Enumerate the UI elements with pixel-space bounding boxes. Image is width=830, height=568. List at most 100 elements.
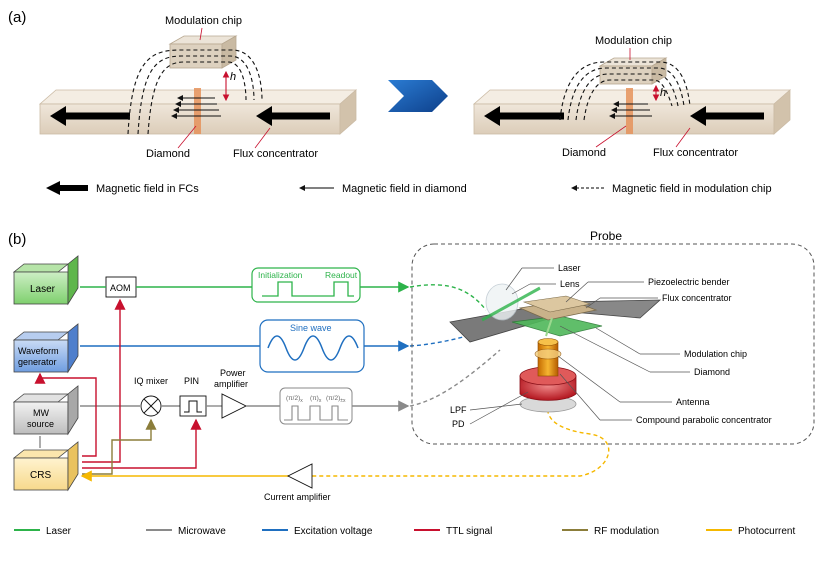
panel-b-label: (b) <box>8 231 26 248</box>
seq-2: (π)x <box>310 395 322 404</box>
pa-label-2: amplifier <box>214 379 248 389</box>
probe-piezo-label: Piezoelectric bender <box>648 277 730 287</box>
mw-label-1: MW <box>33 408 49 418</box>
legend-item-laser: Laser <box>14 526 72 537</box>
laser-line-probe <box>409 284 487 311</box>
probe-laser-label: Laser <box>558 263 581 273</box>
chip-label: Modulation chip <box>165 15 242 27</box>
fc-label-leader <box>254 127 271 149</box>
modulation-chip-side-right <box>651 57 667 85</box>
fc-field-arrowhead-left <box>50 106 66 126</box>
probe-antenna-label: Antenna <box>676 397 710 407</box>
probe-lens-label: Lens <box>560 279 580 289</box>
fc-bar-side <box>339 89 357 135</box>
iq-label: IQ mixer <box>134 376 168 386</box>
laser-block-label: Laser <box>30 284 56 295</box>
fc-label-leader-right <box>675 127 691 148</box>
current-amp <box>286 463 313 489</box>
diamond-label-leader-right <box>595 125 627 148</box>
ttl-lines <box>34 298 202 469</box>
panel-b-legend: Laser Microwave Excitation voltage TTL s… <box>14 526 795 537</box>
probe-lpf-label: LPF <box>450 405 467 415</box>
probe-title: Probe <box>590 229 622 243</box>
panel-a-left-setup: h Modulation chip Diamond Flux concentra… <box>38 15 358 160</box>
h-label: h <box>230 71 236 83</box>
sine-label: Sine wave <box>290 323 332 333</box>
mw-source-block: MW source <box>12 385 79 436</box>
crs-label: CRS <box>30 470 51 481</box>
waveform-label-1: Waveform <box>18 346 59 356</box>
waveform-block: Waveform generator <box>12 323 79 374</box>
pin-symbol <box>184 400 202 413</box>
crs-block: CRS <box>12 441 79 492</box>
legend-fc-arrowhead <box>46 181 60 195</box>
laser-pulse-box <box>251 267 361 303</box>
waveform-label-2: generator <box>18 357 57 367</box>
diamond-field-arrows-right <box>609 101 652 119</box>
diamond-slab <box>194 88 201 134</box>
diamond-marker <box>545 317 553 337</box>
legend-label-ttl: TTL signal <box>446 526 492 537</box>
probe-cpc-label: Compound parabolic concentrator <box>636 415 772 425</box>
legend-item-rf: RF modulation <box>562 526 659 537</box>
cpc-top <box>537 338 559 346</box>
legend-item-ttl: TTL signal <box>414 526 492 537</box>
fc-label: Flux concentrator <box>233 148 318 160</box>
diamond-field-arrows <box>171 95 221 119</box>
panel-a-legend: Magnetic field in FCs Magnetic field in … <box>46 181 772 195</box>
pin-label: PIN <box>184 376 199 386</box>
modulation-chip-side <box>221 35 237 69</box>
init-label: Initialization <box>258 270 303 280</box>
transition-arrow <box>388 80 448 112</box>
laser-block: Laser <box>12 255 79 306</box>
aom-label: AOM <box>110 283 131 293</box>
readout-label: Readout <box>325 270 358 280</box>
excitation-line-probe <box>409 325 501 347</box>
power-amp <box>221 393 248 419</box>
photocurrent-probe <box>316 395 610 477</box>
antenna-ring <box>534 348 562 360</box>
chip-field-lines <box>127 49 263 135</box>
diamond-label-right: Diamond <box>562 147 606 159</box>
mw-line-probe <box>409 349 501 407</box>
fc-arrowhead-r2 <box>690 106 706 126</box>
modulation-chip-front <box>169 43 223 69</box>
probe-enclosure <box>411 243 815 445</box>
panel-a-right-setup: h Modulation chip Diamond Flux concentra… <box>472 35 792 159</box>
probe-assembly <box>449 283 662 413</box>
sine-wave <box>267 335 359 361</box>
diamond-label: Diamond <box>146 148 190 160</box>
fc-arrowhead-r1 <box>484 106 500 126</box>
seq-1: (π/2)x <box>286 395 303 404</box>
pin-box <box>179 395 207 417</box>
fc-label-right: Flux concentrator <box>653 147 738 159</box>
legend-label-rf: RF modulation <box>594 526 659 537</box>
probe-diamond-label: Diamond <box>694 367 730 377</box>
legend-item-excitation: Excitation voltage <box>262 526 373 537</box>
legend-fc-label: Magnetic field in FCs <box>96 183 199 195</box>
legend-label-laser: Laser <box>46 526 72 537</box>
legend-diamond-label: Magnetic field in diamond <box>342 183 467 195</box>
legend-chip-label: Magnetic field in modulation chip <box>612 183 772 195</box>
seq-3: (π/2)±x <box>326 395 346 404</box>
panel-a-label: (a) <box>8 9 26 26</box>
rf-mod-line <box>82 418 157 475</box>
current-amp-label: Current amplifier <box>264 492 331 502</box>
mw-label-2: source <box>27 419 54 429</box>
fc-field-arrowhead-right <box>256 106 272 126</box>
legend-label-excitation: Excitation voltage <box>294 526 373 537</box>
legend-item-photocurrent: Photocurrent <box>706 526 795 537</box>
probe-pd-label: PD <box>452 419 465 429</box>
chip-label-right: Modulation chip <box>595 35 672 47</box>
legend-item-microwave: Microwave <box>146 526 226 537</box>
chip-field-lines-right <box>559 61 691 121</box>
diamond-slab-right <box>626 88 633 134</box>
laser-pulse-wave <box>262 281 354 297</box>
legend-label-microwave: Microwave <box>178 526 226 537</box>
laser-beam <box>481 286 541 322</box>
fc-bar-side-right <box>773 89 791 135</box>
iq-cross-2 <box>143 398 159 414</box>
chip-label-leader <box>199 27 203 41</box>
lens <box>485 283 519 321</box>
